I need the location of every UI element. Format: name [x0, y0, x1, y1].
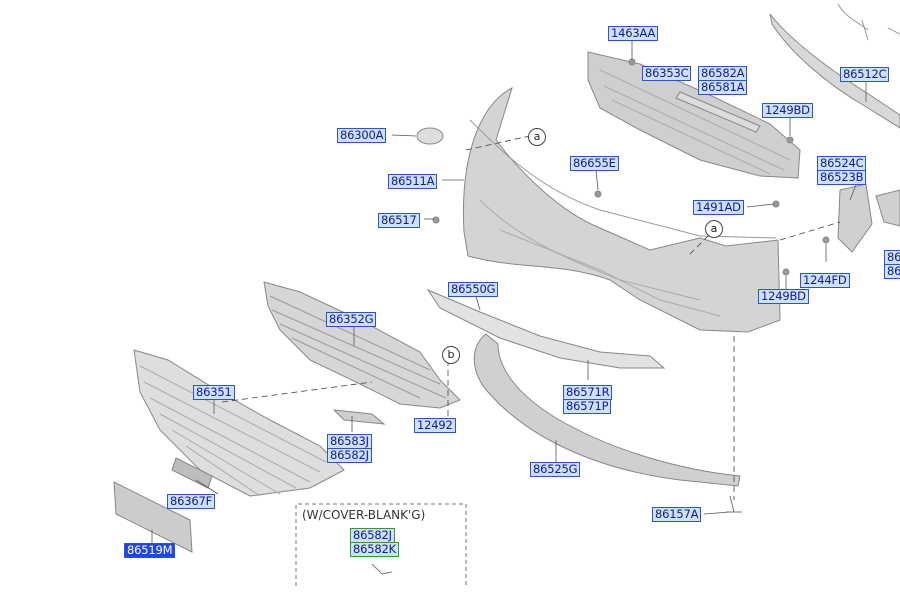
part-label-86582J[interactable]: 86582J	[327, 448, 372, 463]
lower-lip-part	[473, 333, 741, 487]
callout-a-top: a	[528, 128, 546, 146]
callout-a-bottom: a	[705, 220, 723, 238]
part-label-edge-a[interactable]: 86	[884, 250, 900, 265]
part-label-1463AA[interactable]: 1463AA	[608, 26, 659, 41]
part-label-86519M[interactable]: 86519M	[124, 543, 176, 558]
part-label-86523B[interactable]: 86523B	[817, 170, 867, 185]
part-label-86352G[interactable]: 86352G	[326, 312, 377, 327]
harness-wire-part	[837, 3, 900, 41]
part-label-86582K[interactable]: 86582K	[350, 542, 399, 557]
part-label-86582J-cover[interactable]: 86582J	[350, 528, 395, 543]
part-label-1491AD[interactable]: 1491AD	[693, 200, 744, 215]
part-label-86571R[interactable]: 86571R	[563, 385, 613, 400]
part-label-86525G[interactable]: 86525G	[530, 462, 581, 477]
part-label-86367F[interactable]: 86367F	[167, 494, 215, 509]
part-label-1249BD-mid[interactable]: 1249BD	[758, 289, 809, 304]
part-label-86300A[interactable]: 86300A	[337, 128, 387, 143]
main-grille-part	[133, 349, 345, 497]
emblem-part	[416, 127, 444, 145]
part-label-86571P[interactable]: 86571P	[563, 399, 612, 414]
part-label-86351[interactable]: 86351	[193, 385, 235, 400]
part-label-1249BD-top[interactable]: 1249BD	[762, 103, 813, 118]
bumper-cover-part	[462, 86, 781, 333]
part-label-86511A[interactable]: 86511A	[388, 174, 438, 189]
thin-strip-part	[675, 91, 761, 133]
part-label-86583J[interactable]: 86583J	[327, 434, 372, 449]
part-label-86353C[interactable]: 86353C	[642, 66, 692, 81]
side-bracket-part	[837, 183, 873, 253]
part-label-edge-b[interactable]: 86	[884, 264, 900, 279]
part-label-86512C[interactable]: 86512C	[840, 67, 890, 82]
plate-bracket-part	[113, 481, 193, 553]
trim-strip-part	[426, 288, 666, 369]
cover-blank-caption: (W/COVER-BLANK'G)	[302, 508, 426, 522]
part-label-86582A[interactable]: 86582A	[698, 66, 748, 81]
part-label-12492[interactable]: 12492	[414, 418, 456, 433]
upper-strip-part	[769, 13, 900, 129]
callout-b: b	[442, 346, 460, 364]
radiator-grille-part	[263, 281, 461, 409]
part-label-86550G[interactable]: 86550G	[448, 282, 499, 297]
part-label-86517[interactable]: 86517	[378, 213, 420, 228]
part-label-86157A[interactable]: 86157A	[652, 507, 702, 522]
part-label-86524C[interactable]: 86524C	[817, 156, 867, 171]
part-label-86581A[interactable]: 86581A	[698, 80, 748, 95]
part-label-86655E[interactable]: 86655E	[570, 156, 619, 171]
part-label-1244FD[interactable]: 1244FD	[800, 273, 850, 288]
